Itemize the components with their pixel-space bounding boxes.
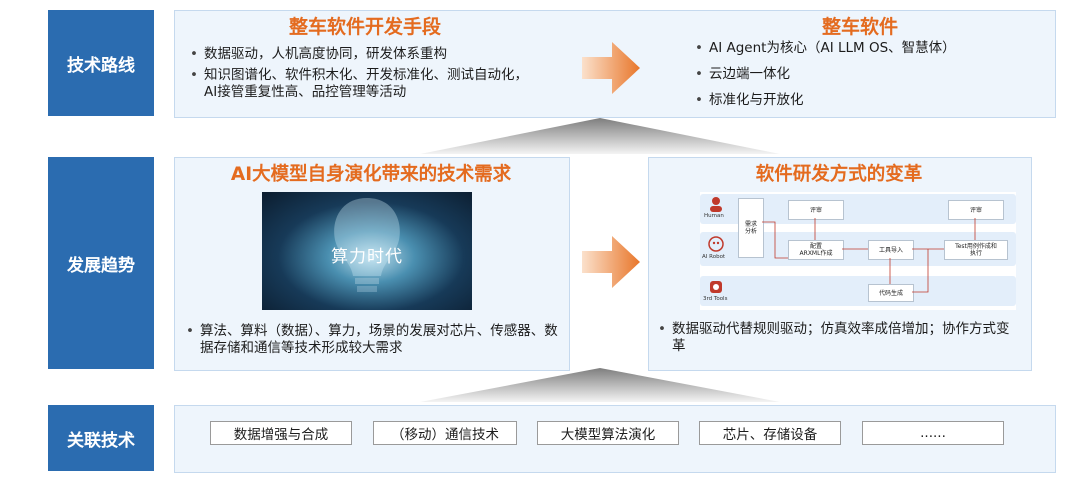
bullet-text: AI Agent为核心（AI LLM OS、智慧体）: [709, 40, 956, 56]
lane-tools-label: 3rd Tools: [703, 296, 728, 302]
bullet-continuation: AI接管重复性高、品控管理等活动: [190, 84, 590, 101]
node-tool-import: 工具导入: [868, 240, 914, 260]
row-label-text: 关联技术: [67, 430, 135, 451]
computing-era-image: 算力时代: [262, 192, 472, 310]
related-tag-communication: （移动）通信技术: [373, 421, 517, 445]
arrow-right-icon: [582, 236, 640, 288]
related-tag-data-augmentation: 数据增强与合成: [210, 421, 352, 445]
up-shape-icon: [420, 118, 780, 154]
bullet: AI Agent为核心（AI LLM OS、智慧体）: [695, 40, 1035, 57]
related-tag-llm-algorithm: 大模型算法演化: [537, 421, 679, 445]
flow-arrows: [762, 218, 976, 293]
bullet: 知识图谱化、软件积木化、开发标准化、测试自动化，: [190, 67, 590, 84]
row-label-related: 关联技术: [48, 405, 154, 471]
node-code-gen: 代码生成: [868, 284, 914, 302]
bullet: 数据驱动，人机高度协同，研发体系重构: [190, 46, 590, 63]
lane-tools: [700, 276, 1016, 306]
workflow-diagram: Human AI Robot 3rd Tools 需求 分析 评审 配置 ARX…: [700, 192, 1016, 310]
bullet: 算法、算料（数据）、算力，场景的发展对芯片、传感器、数据存储和通信等技术形成较大…: [186, 323, 558, 357]
top-right-title: 整车软件: [821, 16, 898, 38]
bullet-text: 标准化与开放化: [709, 92, 804, 108]
node-review-1: 评审: [788, 200, 844, 220]
bullet: 标准化与开放化: [695, 92, 1035, 109]
human-icon: [710, 197, 722, 212]
bullet-text: 数据驱动，人机高度协同，研发体系重构: [204, 46, 447, 62]
node-arxml-config: 配置 ARXML作成: [788, 240, 844, 260]
bullet: 数据驱动代替规则驱动；仿真效率成倍增加；协作方式变革: [658, 321, 1022, 355]
related-tag-chips-storage: 芯片、存储设备: [699, 421, 841, 445]
node-test-case: Test用例作成和 执行: [944, 240, 1008, 260]
mid-left-title: AI大模型自身演化带来的技术需求: [230, 164, 512, 185]
image-caption: 算力时代: [331, 247, 403, 267]
bullet-text: 数据驱动代替规则驱动；仿真效率成倍增加；协作方式变革: [672, 321, 1010, 354]
row-label-text: 技术路线: [67, 55, 135, 76]
related-tag-more: ......: [862, 421, 1004, 445]
bullet-text: 知识图谱化、软件积木化、开发标准化、测试自动化，: [204, 67, 528, 83]
bullet-text: 算法、算料（数据）、算力，场景的发展对芯片、传感器、数据存储和通信等技术形成较大…: [200, 323, 558, 356]
tools-icon: [710, 281, 722, 293]
row-label-trend: 发展趋势: [48, 157, 154, 369]
lane-human-label: Human: [704, 213, 724, 219]
up-shape-icon: [420, 368, 780, 402]
robot-icon: [708, 236, 724, 252]
top-left-title: 整车软件开发手段: [288, 16, 441, 38]
row-label-tech-route: 技术路线: [48, 10, 154, 116]
node-review-2: 评审: [948, 200, 1004, 220]
bullet-text: AI接管重复性高、品控管理等活动: [204, 84, 407, 100]
bullet: 云边端一体化: [695, 66, 1035, 83]
row-label-text: 发展趋势: [67, 255, 135, 276]
node-requirement-analysis: 需求 分析: [738, 198, 764, 258]
bullet-text: 云边端一体化: [709, 66, 790, 82]
mid-left-bullets: 算法、算料（数据）、算力，场景的发展对芯片、传感器、数据存储和通信等技术形成较大…: [186, 323, 558, 361]
top-right-bullets: AI Agent为核心（AI LLM OS、智慧体） 云边端一体化 标准化与开放…: [695, 40, 1035, 113]
mid-right-bullets: 数据驱动代替规则驱动；仿真效率成倍增加；协作方式变革: [658, 321, 1022, 359]
mid-right-title: 软件研发方式的变革: [755, 164, 923, 185]
top-left-bullets: 数据驱动，人机高度协同，研发体系重构 知识图谱化、软件积木化、开发标准化、测试自…: [190, 46, 590, 105]
arrow-right-icon: [582, 42, 640, 94]
lane-robot-label: AI Robot: [702, 254, 726, 260]
bulb-icon: [334, 198, 400, 292]
